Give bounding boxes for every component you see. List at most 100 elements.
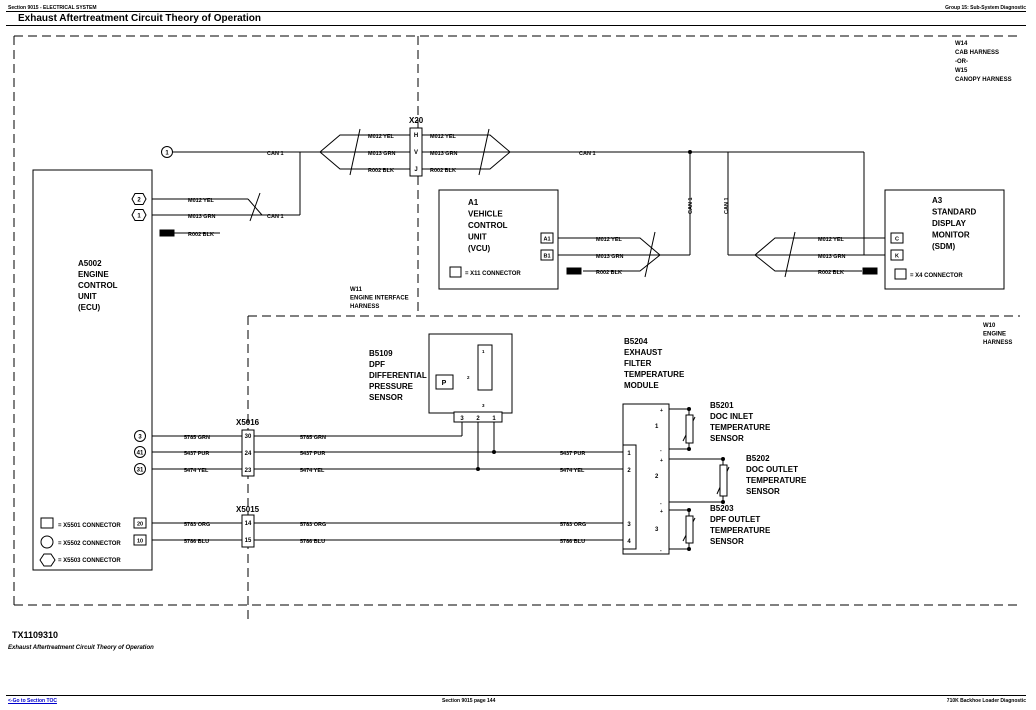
terminator-block xyxy=(159,229,175,237)
minus-mark: - xyxy=(660,448,662,454)
vcu-label: A1 xyxy=(468,198,479,207)
b5203-label: DPF OUTLET xyxy=(710,515,760,524)
twisted-pair-mark xyxy=(349,128,361,176)
plus-mark: + xyxy=(660,509,663,515)
vcu-pin-a1-label: A1 xyxy=(543,236,550,242)
x5016-label: X5016 xyxy=(236,418,260,427)
b5109-box xyxy=(428,333,513,414)
ecu-pin-10-label: 10 xyxy=(137,538,143,544)
b5203-element xyxy=(685,515,694,544)
label: M013 GRN xyxy=(368,151,396,157)
x5015-body xyxy=(241,514,255,548)
harness-label-w10: HARNESS xyxy=(983,340,1012,346)
harness-label-w14: CANOPY HARNESS xyxy=(955,77,1012,83)
model-name: 710K Backhoe Loader Diagnostic xyxy=(946,698,1026,704)
splice-dot xyxy=(721,457,725,461)
legend-hexagon xyxy=(39,553,56,567)
b5109-pins xyxy=(453,411,503,423)
vcu-label: CONTROL xyxy=(468,221,508,230)
ecu-pin-41-label: 41 xyxy=(137,450,144,456)
splice-dot xyxy=(721,500,725,504)
vcu-pin-a1 xyxy=(540,232,554,244)
b5204-pin-4: 4 xyxy=(627,539,631,545)
harness-label-w10: ENGINE xyxy=(983,332,1006,338)
can-pin-1 xyxy=(161,146,173,158)
terminator-block xyxy=(566,267,582,275)
b5201-label: DOC INLET xyxy=(710,412,753,421)
ecu-pin-1 xyxy=(131,209,147,221)
ecu-pin-20 xyxy=(133,517,147,529)
ecu-pin-41 xyxy=(134,446,146,458)
b5109-label: B5109 xyxy=(369,349,393,358)
b5109-label: DPF xyxy=(369,360,385,369)
harness-label-w11: W11 xyxy=(350,287,363,293)
b5203-label: TEMPERATURE xyxy=(710,526,771,535)
legend-square xyxy=(40,517,54,529)
label: CAN 1 xyxy=(724,197,730,214)
vcu-pin-b1 xyxy=(540,249,554,261)
label: 5474 YEL xyxy=(300,468,325,474)
x4-legend-square xyxy=(894,268,907,280)
label: 5783 ORG xyxy=(184,522,210,528)
x5015-pin-15: 15 xyxy=(245,538,252,544)
x5016-body xyxy=(241,429,255,477)
label: CAN 1 xyxy=(579,151,596,157)
x20-pin-j: J xyxy=(414,167,417,173)
ecu-pin-31 xyxy=(134,463,146,475)
splice-dot xyxy=(688,150,692,154)
b5109-label: DIFFERENTIAL xyxy=(369,371,427,380)
minus-mark: - xyxy=(660,501,662,507)
section-toc-link[interactable]: <-Go to Section TOC xyxy=(8,698,57,704)
label: CAN 1 xyxy=(267,151,284,157)
b5109-inner-2: 2 xyxy=(467,375,470,380)
label: R002 BLK xyxy=(188,232,214,238)
sdm-label: (SDM) xyxy=(932,242,955,251)
sdm-label: MONITOR xyxy=(932,231,970,240)
ecu-pin-10 xyxy=(133,534,147,546)
b5109-pin-3: 3 xyxy=(460,416,464,422)
b5202-label: SENSOR xyxy=(746,487,780,496)
sdm-pin-k xyxy=(890,249,904,261)
section-header: Section 9015 - ELECTRICAL SYSTEM xyxy=(8,5,97,11)
label: M012 YEL xyxy=(368,134,395,140)
b5109-label: PRESSURE xyxy=(369,382,414,391)
label: M013 GRN xyxy=(188,214,216,220)
label: 5783 ORG xyxy=(560,522,586,528)
splice-dot xyxy=(687,547,691,551)
label: 5786 BLU xyxy=(560,539,585,545)
b5202-element xyxy=(719,464,728,497)
b5109-pin-2: 2 xyxy=(476,416,480,422)
x5016-pin-30: 30 xyxy=(245,434,252,440)
b5203-label: SENSOR xyxy=(710,537,744,546)
vcu-label: VEHICLE xyxy=(468,210,503,219)
minus-mark: - xyxy=(660,548,662,554)
harness-label-w14: CAB HARNESS xyxy=(955,50,999,56)
b5201-label: SENSOR xyxy=(710,434,744,443)
label: CAN 1 xyxy=(688,197,694,214)
vcu-label: UNIT xyxy=(468,233,487,242)
wire-m012 xyxy=(754,237,891,256)
ecu-label: CONTROL xyxy=(78,281,118,290)
b5203-label: B5203 xyxy=(710,504,734,513)
label: M012 YEL xyxy=(430,134,457,140)
b5109-label: SENSOR xyxy=(369,393,403,402)
ecu-pin-3 xyxy=(134,430,146,442)
x5015-label: X5015 xyxy=(236,505,260,514)
twisted-pair-mark xyxy=(249,192,261,222)
wire-r002 xyxy=(319,151,410,170)
title-rule xyxy=(6,25,1026,26)
ecu-label: A5002 xyxy=(78,259,102,268)
label: 5783 ORG xyxy=(300,522,326,528)
x5015-pin-14: 14 xyxy=(245,521,252,527)
b5204-port-1: 1 xyxy=(655,424,659,430)
legend-x5502: = X5502 CONNECTOR xyxy=(58,541,121,547)
ecu-pin-3-label: 3 xyxy=(138,434,142,440)
label: 5786 BLU xyxy=(184,539,209,545)
wire-r002 xyxy=(422,151,511,170)
label: M013 GRN xyxy=(596,254,624,260)
twisted-pair-mark xyxy=(478,128,490,176)
ecu-pin-1-label: 1 xyxy=(137,213,141,219)
b5204-port-3: 3 xyxy=(655,527,659,533)
legend-x4: = X4 CONNECTOR xyxy=(910,273,963,279)
ecu-pin-2 xyxy=(131,193,147,205)
